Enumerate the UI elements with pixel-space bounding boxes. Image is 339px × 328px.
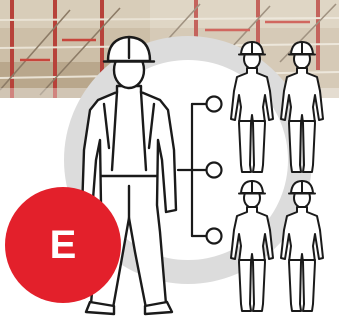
- category-badge: E: [5, 187, 121, 303]
- badge-letter: E: [50, 225, 77, 265]
